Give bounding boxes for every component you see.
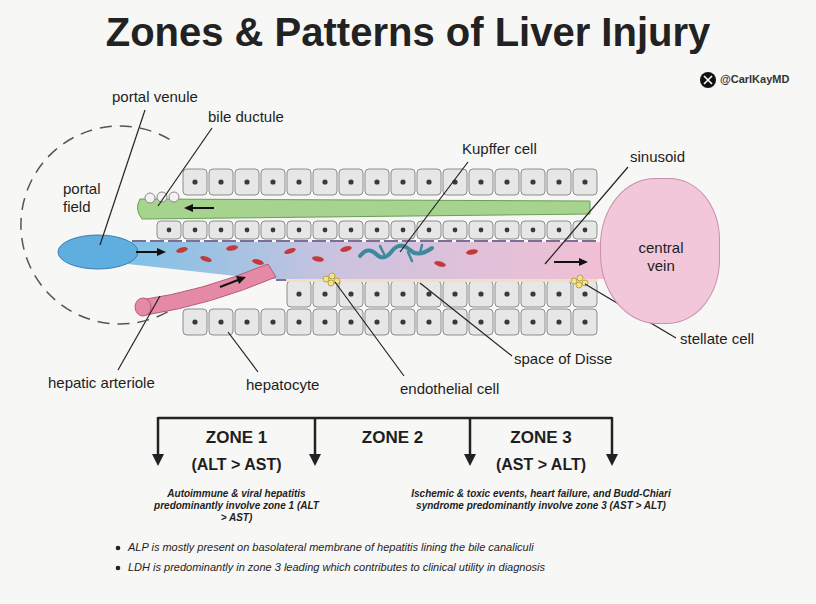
g-shape bbox=[136, 204, 588, 287]
path-shape bbox=[158, 417, 612, 420]
bullet-note: LDH is predominantly in zone 3 leading w… bbox=[128, 561, 798, 574]
circle-shape bbox=[116, 566, 121, 571]
path-shape bbox=[136, 251, 158, 253]
path-shape bbox=[140, 264, 276, 315]
g-shape bbox=[323, 273, 588, 288]
path-shape bbox=[100, 110, 145, 245]
polygon-shape bbox=[579, 258, 588, 266]
part-label: Kupffer cell bbox=[462, 140, 537, 158]
path-shape bbox=[554, 261, 580, 263]
ellipse-shape bbox=[252, 258, 265, 266]
circle-shape bbox=[577, 275, 583, 281]
ellipse-shape bbox=[340, 245, 353, 253]
rect-shape bbox=[286, 280, 598, 308]
circle-shape bbox=[116, 546, 121, 551]
part-label: portal venule bbox=[112, 88, 198, 106]
path-shape bbox=[704, 76, 712, 84]
circle-shape bbox=[169, 192, 179, 202]
path-shape bbox=[118, 296, 160, 370]
ellipse-shape bbox=[200, 255, 213, 264]
part-label: endothelial cell bbox=[400, 380, 499, 398]
ellipse-shape bbox=[312, 255, 325, 262]
part-label: stellate cell bbox=[680, 330, 754, 348]
enzyme-ratio: (ALT > AST) bbox=[158, 455, 315, 474]
path-shape bbox=[314, 418, 317, 456]
part-label: hepatocyte bbox=[246, 376, 319, 394]
path-shape bbox=[469, 418, 472, 456]
ellipse-shape bbox=[58, 235, 138, 269]
g-shape bbox=[158, 417, 612, 456]
ellipse-shape bbox=[284, 247, 297, 256]
circle-shape bbox=[328, 280, 334, 286]
path-shape bbox=[228, 332, 258, 372]
circle-shape bbox=[576, 282, 582, 288]
central-vein: central vein bbox=[600, 178, 720, 324]
ellipse-shape bbox=[176, 246, 189, 254]
path-shape bbox=[157, 417, 160, 456]
portal-field: portal field bbox=[20, 125, 220, 325]
polygon-shape bbox=[309, 454, 321, 466]
path-shape bbox=[137, 199, 590, 219]
path-shape bbox=[380, 245, 422, 261]
node-label: central vein bbox=[601, 239, 721, 275]
dashed-outline bbox=[20, 125, 220, 325]
g-shape bbox=[100, 110, 676, 376]
node-label: portal field bbox=[63, 180, 109, 216]
zone-heading: ZONE 1 bbox=[158, 428, 315, 448]
zone-note: Autoimmune & viral hepatitis predominant… bbox=[154, 488, 319, 524]
path-shape bbox=[335, 282, 404, 376]
path-shape bbox=[128, 242, 608, 279]
ellipse-shape bbox=[466, 248, 479, 255]
polygon-shape bbox=[184, 204, 193, 212]
polygon-shape bbox=[152, 454, 164, 466]
rect-shape bbox=[182, 168, 598, 196]
polygon-shape bbox=[236, 276, 246, 284]
circle-shape bbox=[145, 193, 155, 203]
circle-shape bbox=[700, 72, 716, 88]
part-label: bile ductule bbox=[208, 108, 284, 126]
path-shape bbox=[158, 128, 212, 206]
dashed-arc bbox=[21, 126, 170, 324]
path-shape bbox=[400, 162, 468, 252]
zone-heading: ZONE 2 bbox=[315, 428, 470, 448]
circle-shape bbox=[329, 273, 335, 279]
path-shape bbox=[220, 280, 238, 287]
part-label: space of Disse bbox=[514, 350, 612, 368]
polygon-shape bbox=[157, 248, 166, 256]
polygon-shape bbox=[606, 454, 618, 466]
part-label: sinusoid bbox=[630, 148, 685, 166]
path-shape bbox=[611, 417, 614, 456]
zone-note: Ischemic & toxic events, heart failure, … bbox=[410, 488, 672, 512]
enzyme-ratio: (AST > ALT) bbox=[470, 455, 612, 474]
part-label: hepatic arteriole bbox=[48, 374, 155, 392]
slide-title: Zones & Patterns of Liver Injury bbox=[0, 8, 816, 56]
path-shape bbox=[420, 283, 512, 356]
ellipse-shape bbox=[226, 244, 239, 251]
watermark: @CarlKayMD bbox=[720, 73, 789, 86]
ellipse-shape bbox=[434, 260, 447, 268]
path-shape bbox=[132, 240, 600, 242]
g-shape bbox=[176, 244, 479, 267]
polygon-shape bbox=[464, 454, 476, 466]
bullet-note: ALP is mostly present on basolateral mem… bbox=[128, 541, 798, 554]
ellipse-shape bbox=[135, 298, 151, 316]
zone-heading: ZONE 3 bbox=[470, 428, 612, 448]
path-shape bbox=[192, 207, 214, 209]
circle-shape bbox=[334, 278, 340, 284]
rect-shape bbox=[156, 220, 598, 240]
rect-shape bbox=[182, 308, 598, 336]
